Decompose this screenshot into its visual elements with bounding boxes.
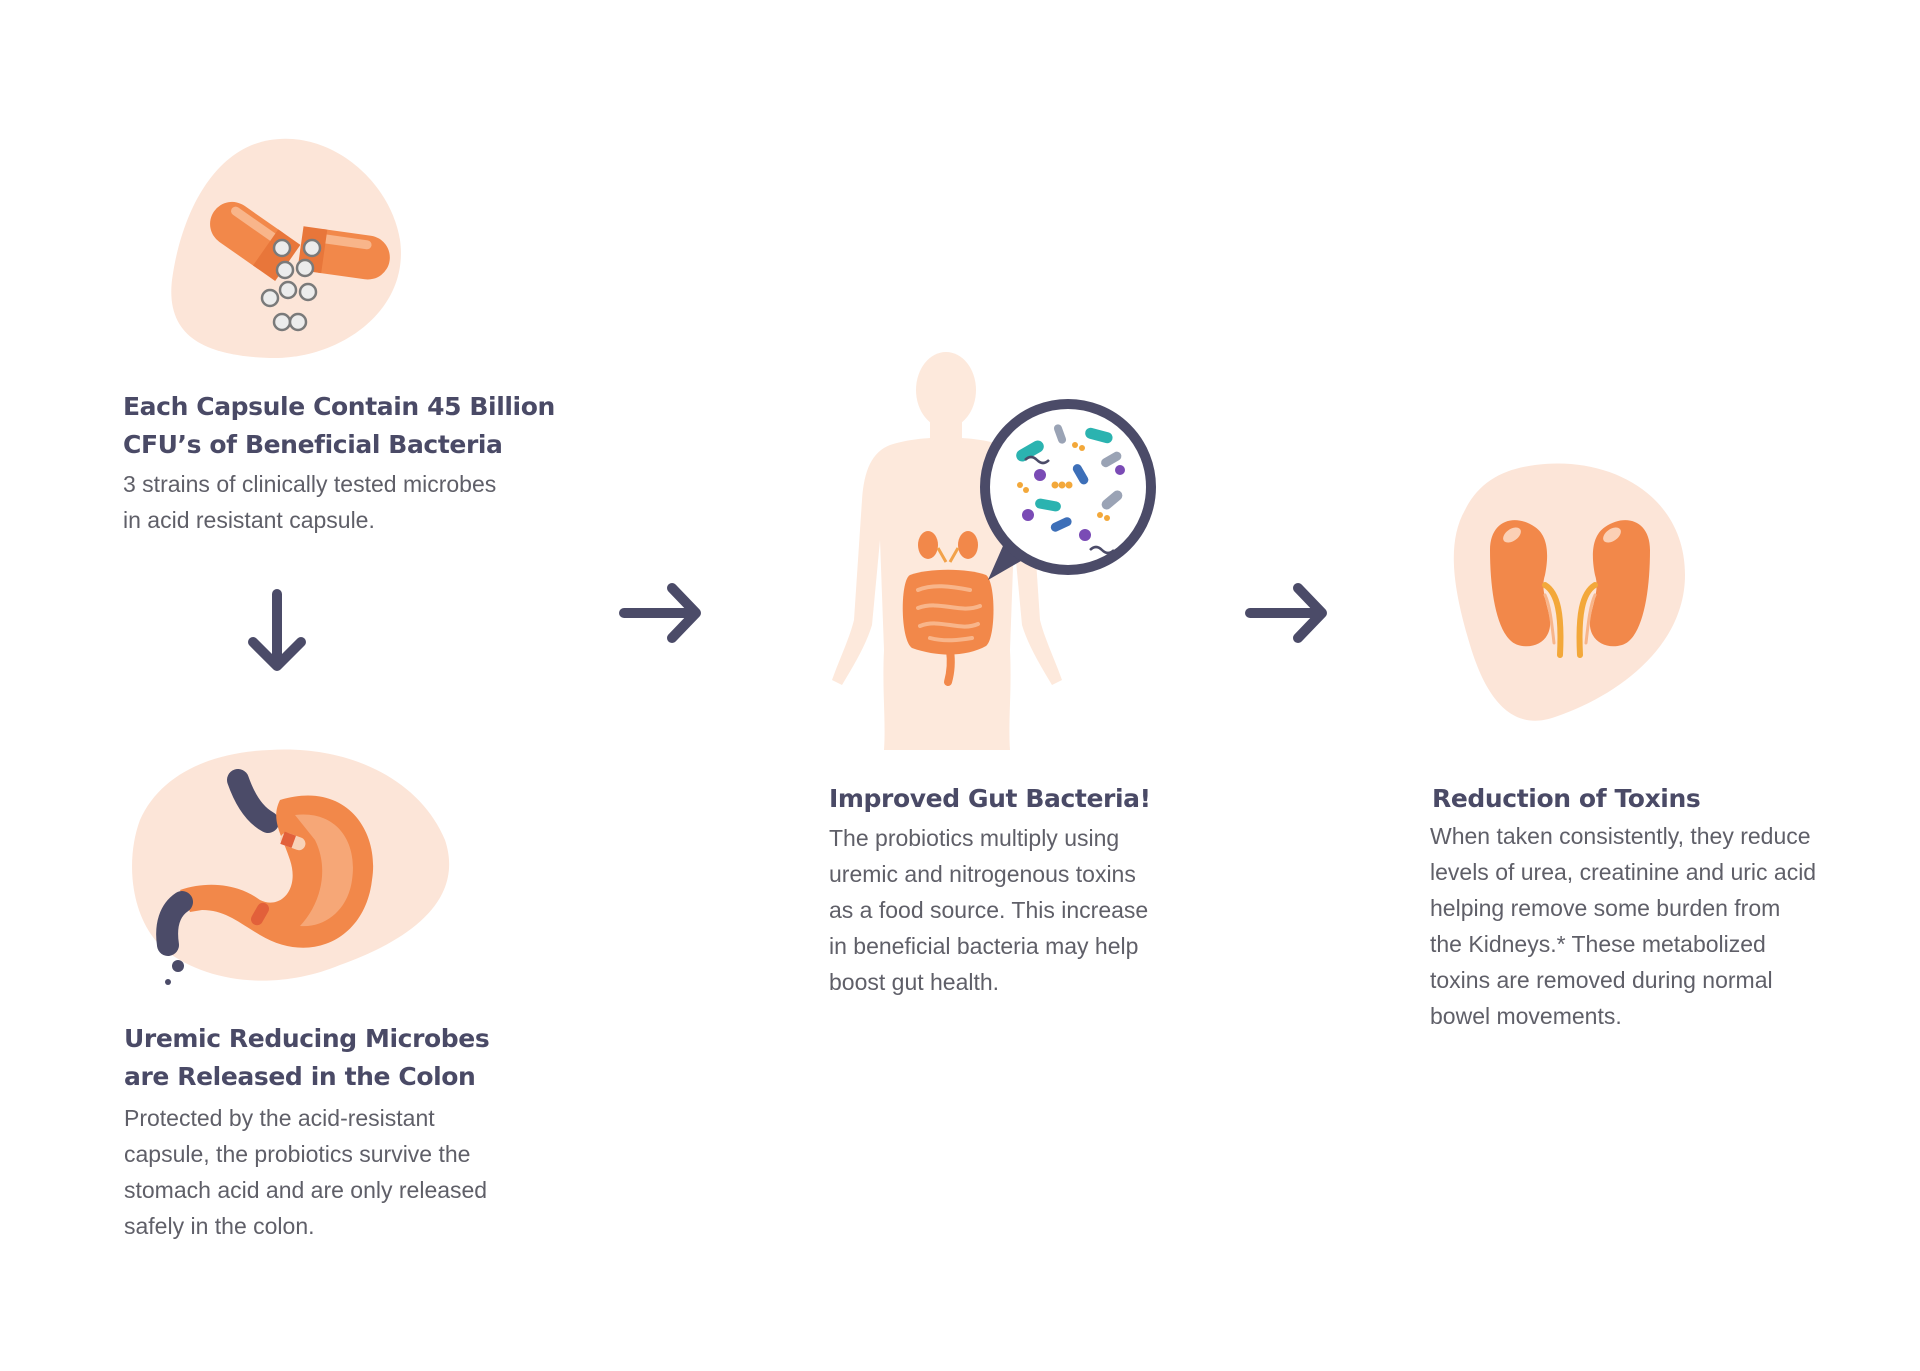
step-3-title-line-1: Improved Gut Bacteria! [829, 784, 1151, 813]
step-1-text-line-2: in acid resistant capsule. [123, 507, 375, 533]
step-4-text-line-4: the Kidneys.* These metabolized [1430, 931, 1766, 957]
arrow-right-icon [1245, 583, 1327, 643]
step-2-title-line-2: are Released in the Colon [124, 1062, 476, 1091]
step-2-text-line-2: capsule, the probiotics survive the [124, 1141, 471, 1167]
kidneys-icon [1490, 520, 1650, 658]
step-3-text-line-5: boost gut health. [829, 969, 1000, 995]
step-2-text-line-1: Protected by the acid-resistant [124, 1105, 435, 1131]
step-4-text: Reduction of Toxins When taken consisten… [1430, 780, 1890, 1034]
step-4-text-line-2: levels of urea, creatinine and uric acid [1430, 859, 1817, 885]
step-1-text: Each Capsule Contain 45 Billion CFU’s of… [123, 388, 603, 538]
step-2-text-line-3: stomach acid and are only released [124, 1177, 488, 1203]
capsule-icon [210, 201, 390, 332]
kidneys-illustration [1453, 463, 1685, 721]
step-1-title-line-1: Each Capsule Contain 45 Billion [123, 392, 555, 421]
step-4-text-line-5: toxins are removed during normal [1430, 967, 1773, 993]
arrow-down-icon [248, 589, 306, 671]
human-body-illustration [832, 352, 1156, 750]
step-3-text-line-3: as a food source. This increase [829, 897, 1149, 923]
step-1-title-line-2: CFU’s of Beneficial Bacteria [123, 430, 503, 459]
step-2-text-line-4: safely in the colon. [124, 1213, 315, 1239]
step-4-text-line-6: bowel movements. [1430, 1003, 1622, 1029]
step-4-text-line-1: When taken consistently, they reduce [1430, 823, 1811, 849]
step-4-title-line-1: Reduction of Toxins [1432, 784, 1701, 813]
stomach-illustration [132, 749, 450, 985]
illustration-blob [1453, 463, 1685, 721]
step-3-text-line-1: The probiotics multiply using [829, 825, 1120, 851]
step-4-text-line-3: helping remove some burden from [1430, 895, 1781, 921]
step-2-text: Uremic Reducing Microbes are Released in… [124, 1020, 604, 1244]
capsule-illustration [171, 138, 401, 359]
step-3-text-line-2: uremic and nitrogenous toxins [829, 861, 1136, 887]
stomach-icon [156, 769, 374, 985]
human-body-icon [832, 352, 1156, 750]
step-3-text: Improved Gut Bacteria! The probiotics mu… [829, 780, 1289, 1000]
bacteria-icon [1016, 424, 1125, 555]
step-3-text-line-4: in beneficial bacteria may help [829, 933, 1139, 959]
arrow-right-icon [619, 583, 701, 643]
illustration-blob [132, 749, 450, 981]
step-2-title-line-1: Uremic Reducing Microbes [124, 1024, 490, 1053]
step-1-text-line-1: 3 strains of clinically tested microbes [123, 471, 497, 497]
